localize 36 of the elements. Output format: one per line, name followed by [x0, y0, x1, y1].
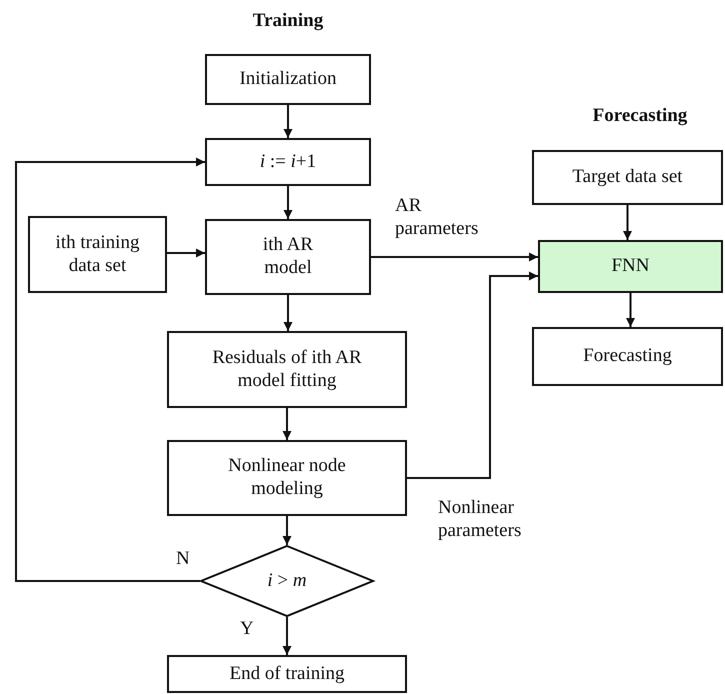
arrow	[626, 293, 635, 327]
process-box	[532, 327, 723, 386]
arrow	[371, 252, 538, 262]
node-text: ith training data set	[54, 232, 140, 278]
process-box	[167, 655, 407, 693]
node-text: ith AR model	[262, 234, 314, 280]
process-box	[538, 240, 723, 293]
arrow	[282, 617, 292, 655]
section-heading: Forecasting	[592, 105, 688, 127]
arrow	[407, 272, 538, 479]
arrow	[284, 295, 292, 331]
process-box	[28, 216, 167, 293]
process-box	[167, 331, 407, 408]
section-heading: Training	[252, 10, 324, 32]
arrow	[15, 158, 205, 582]
arrow	[284, 105, 292, 138]
node-text: Residuals of ith AR model fitting	[211, 346, 363, 392]
node-text: Forecasting	[583, 345, 672, 368]
decision-diamond	[200, 545, 374, 617]
arrow	[282, 408, 292, 440]
node-text: i := i+1	[260, 150, 316, 174]
arrow	[623, 205, 632, 240]
process-box	[205, 138, 371, 186]
process-box	[205, 54, 371, 105]
process-box	[167, 440, 407, 516]
arrow	[282, 516, 292, 545]
node-text: Target data set	[572, 166, 683, 189]
node-text: i > m	[267, 570, 307, 592]
process-box	[532, 150, 723, 205]
process-box	[205, 219, 371, 295]
node-text: Nonlinear node modeling	[227, 455, 347, 501]
arrow	[167, 248, 205, 258]
node-text: End of training	[229, 662, 345, 686]
arrow	[284, 186, 292, 219]
node-text: FNN	[611, 255, 650, 278]
node-text: Initialization	[239, 68, 337, 91]
